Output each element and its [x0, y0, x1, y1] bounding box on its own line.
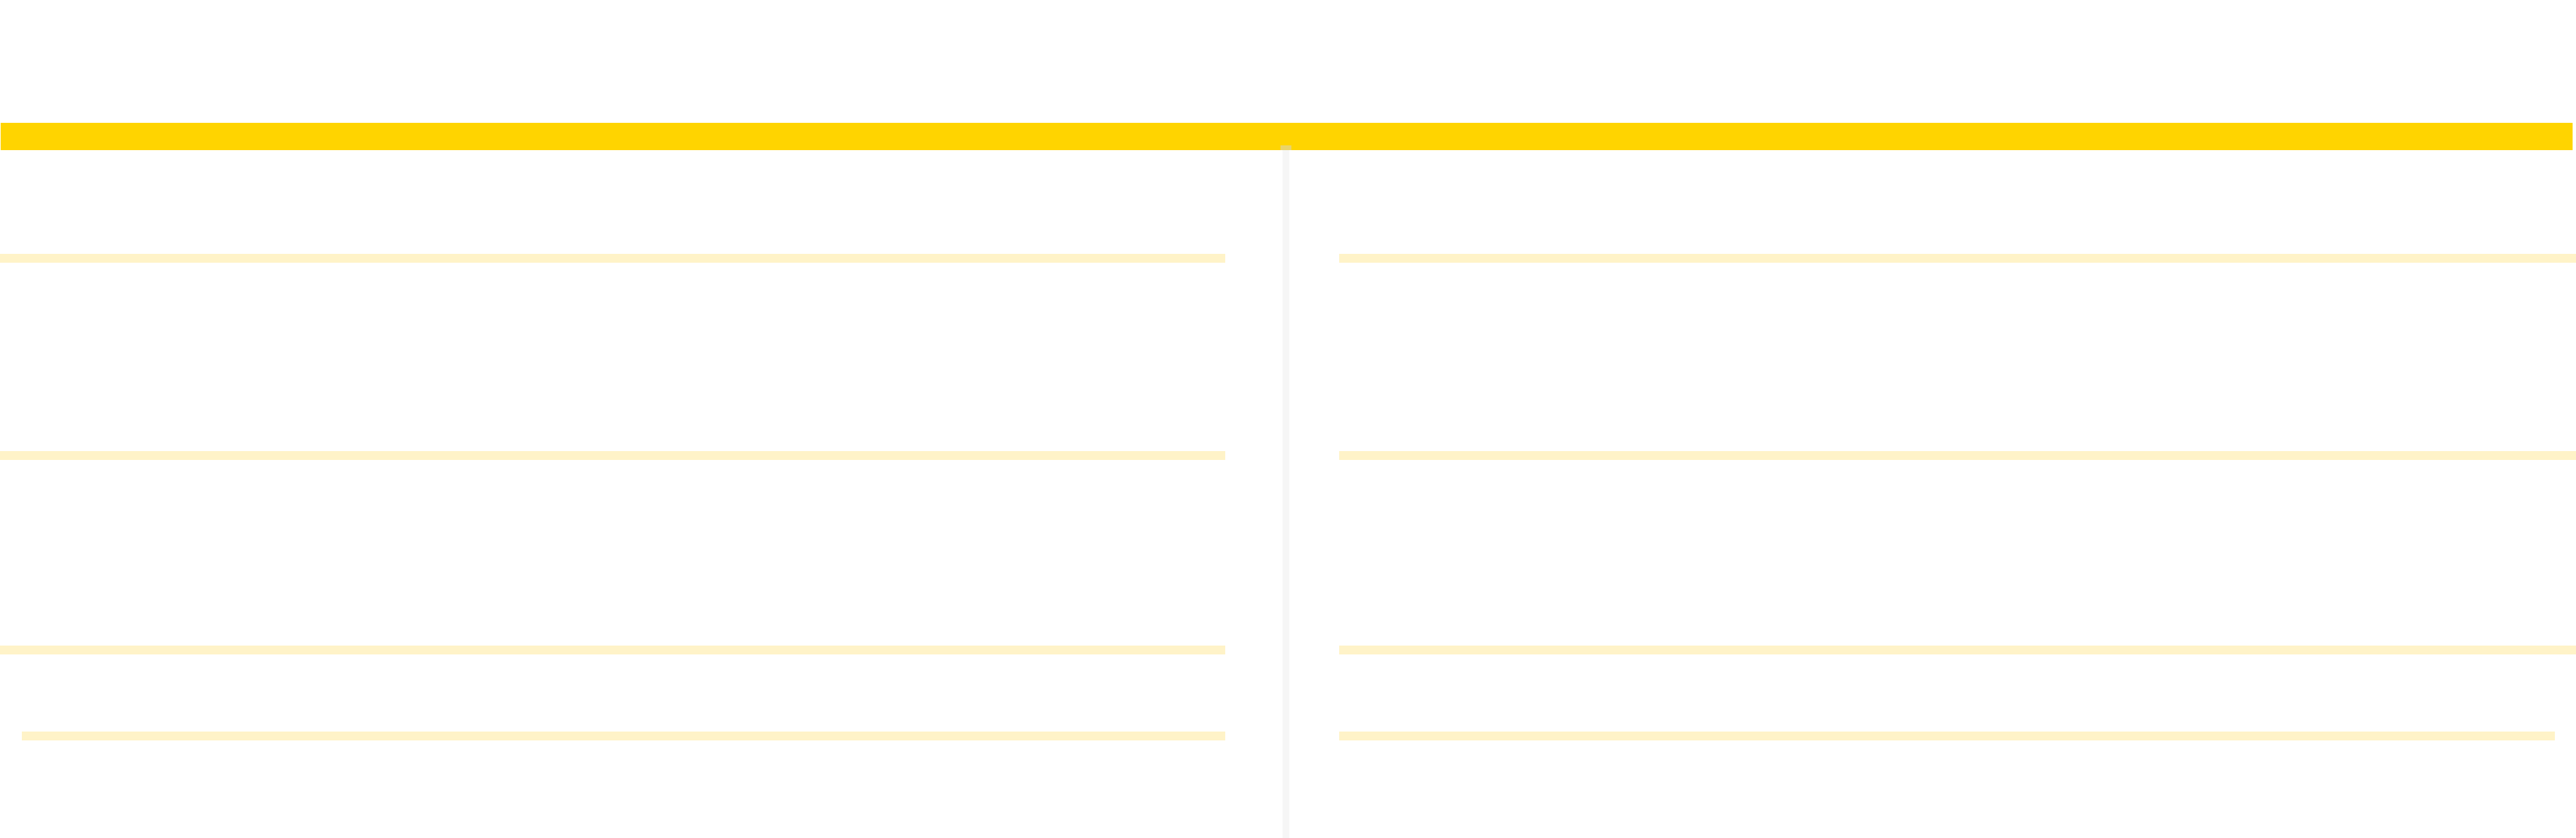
left-rule-2	[0, 451, 1225, 460]
left-rule-1	[0, 254, 1225, 263]
divider-marker	[1280, 145, 1291, 150]
right-rule-3	[1339, 646, 2576, 654]
left-rule-4	[22, 732, 1225, 740]
right-rule-4	[1339, 732, 2555, 740]
right-rule-1	[1339, 254, 2576, 263]
left-rule-3	[0, 646, 1225, 654]
right-rule-2	[1339, 451, 2576, 460]
column-divider	[1283, 145, 1289, 838]
